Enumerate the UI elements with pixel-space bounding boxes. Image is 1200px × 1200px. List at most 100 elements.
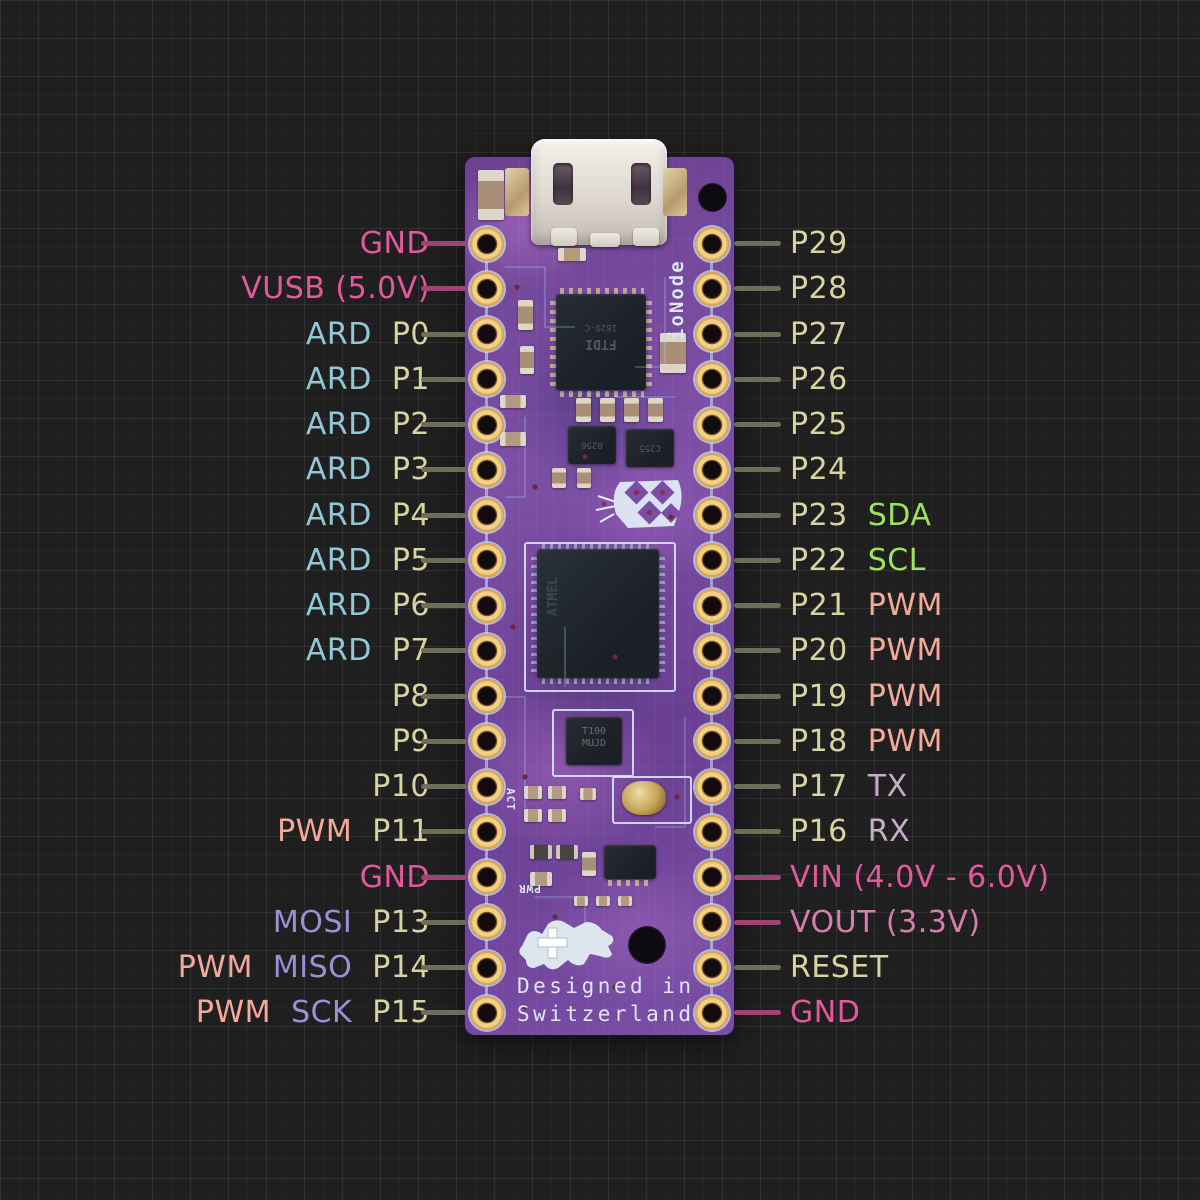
smd-component [548,786,566,799]
pin-hole-right-7 [695,498,729,542]
soic-chip [604,845,656,879]
pin-label-right-p29: P29 [790,224,848,264]
pin-label-segment: MOSI [272,904,353,940]
pin-label-segment: MISO [272,950,353,985]
pin-leader-line [734,331,781,337]
smd-component [576,398,591,422]
pin-leader-line [421,648,467,654]
ftdi-chip-pins [646,300,652,386]
pin-label-segment: SCL [867,542,926,578]
pin-label-segment: SCK [291,995,353,1031]
pin-label-segment: ARD [305,633,372,669]
pin-hole-left-7 [470,498,504,542]
pin-hole-right-9 [695,588,729,633]
designed-in-silk: Designed in [517,974,695,998]
pin-leader-line [734,286,781,292]
smd-component [558,248,586,261]
pin-label-right-gnd: GND [790,993,860,1033]
smd-component [524,809,542,822]
pin-label-segment: P21 [790,588,848,623]
smd-component [618,896,632,906]
pin-hole-right-13 [695,769,729,814]
pin-leader-line [421,829,467,835]
pin-hole-left-16 [470,905,504,950]
pin-hole-right-18 [695,995,729,1030]
pin-label-segment: TX [867,769,908,804]
pin-label-segment: P20 [790,633,848,669]
smd-component [582,852,596,876]
pin-hole-left-10 [470,633,504,678]
pin-label-segment: P28 [790,271,848,307]
pin-label-segment: PWM [195,995,272,1031]
regulator-1-label: 0256 [581,439,603,450]
act-led-silk: ACT [504,788,517,811]
pin-label-left-gnd: GND [360,224,430,264]
soic-pins [608,880,652,886]
pin-leader-line [734,422,781,427]
pin-hole-left-14 [470,814,504,859]
pin-label-segment: PWM [177,950,253,985]
pin-label-left-gnd: GND [360,857,430,897]
smd-component [524,786,542,799]
smd-component [596,896,610,906]
smd-component [478,170,504,220]
pin-leader-line [421,738,467,744]
usb-mount-tab-right [631,163,651,205]
pwr-led-silk: PWR [518,882,541,895]
pin-label-segment: P18 [790,723,848,759]
pin-leader-line [734,467,781,473]
mcu-pins [542,544,654,550]
pin-hole-right-10 [695,633,729,678]
pin-label-segment: P14 [372,950,430,985]
smd-component [624,398,639,422]
smd-component [530,845,552,859]
pin-leader-line [421,874,467,880]
pin-label-right-p25: P25 [790,405,848,445]
pin-hole-left-5 [470,407,504,452]
mcu-pins [542,678,654,684]
ftdi-chip-pins [550,300,556,386]
pin-label-segment: VUSB (5.0V) [241,271,430,307]
pin-label-segment: P19 [790,678,848,714]
pin-leader-line [421,241,467,246]
pin-label-segment: P11 [372,814,430,850]
pin-label-segment: P29 [790,226,848,261]
pin-leader-line [734,1010,781,1016]
pin-label-segment: ARD [305,497,372,533]
pin-label-segment: PWM [867,723,943,759]
pin-hole-left-6 [470,452,504,497]
pin-hole-right-4 [695,362,729,407]
usb-foot-right [633,228,659,246]
pin-hole-left-12 [470,724,504,769]
pin-leader-line [734,784,781,789]
smd-component [574,896,588,906]
pin-label-segment: GND [359,226,430,261]
pin-label-left-p10: P10 [372,767,430,807]
pin-hole-left-1 [470,226,504,271]
pin-label-segment: ARD [305,316,372,352]
pin-leader-line [421,965,467,970]
board-name-silk: ioNode [666,259,688,340]
usb-foot-center [590,233,620,247]
pin-label-right-p18-pwm: P18 PWM [790,721,943,761]
pin-label-segment: ARD [305,588,372,623]
pin-hole-left-4 [470,362,504,407]
pin-leader-line [734,874,781,880]
pin-leader-line [734,648,781,654]
pin-label-segment: ARD [305,452,372,488]
pin-leader-line [734,829,781,835]
pin-label-segment: ARD [305,361,372,397]
pin-leader-line [421,467,467,473]
checker-flag-silk [595,480,682,528]
pin-label-segment: GND [359,859,430,895]
